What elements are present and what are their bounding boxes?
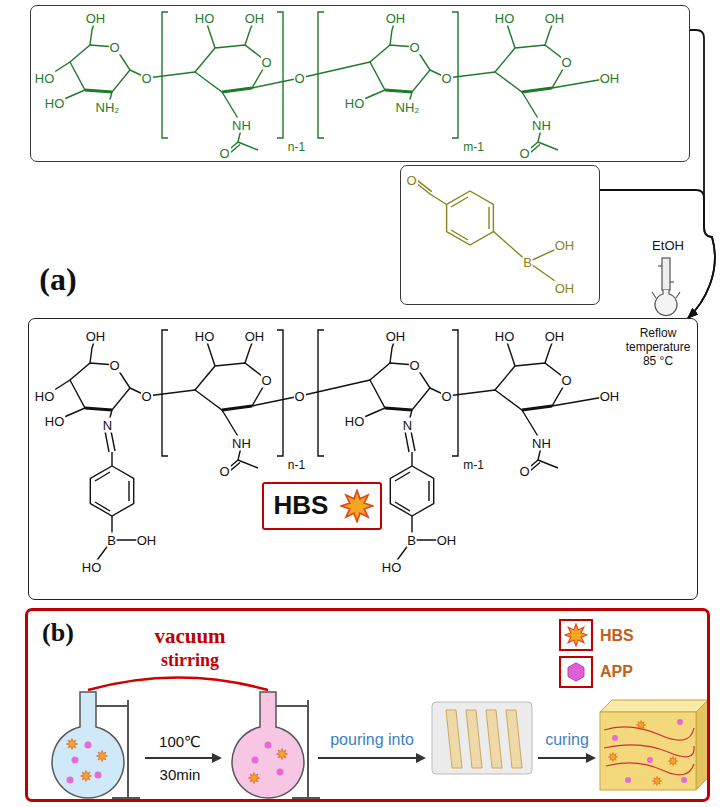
- reactant-box: OHOHOOHONH₂HOOHOONHOn-1OHOOHONH₂m-1HOOHO…: [30, 5, 690, 162]
- atom-label: HO: [81, 559, 103, 574]
- atom-label: OH: [244, 328, 266, 343]
- atom-label: HO: [44, 413, 66, 428]
- atom-label: HO: [34, 70, 56, 85]
- atom-label: O: [293, 388, 305, 403]
- atom-label: HO: [34, 388, 56, 403]
- panel-label: (b): [41, 618, 75, 648]
- atom-label: OH: [85, 328, 107, 343]
- atom-label: HO: [194, 10, 216, 25]
- atom-label: O: [440, 70, 452, 85]
- legend-text: APP: [600, 663, 633, 681]
- atom-label: O: [260, 54, 272, 69]
- atom-label: B: [406, 532, 417, 547]
- condition-label: 30min: [160, 766, 201, 783]
- atom-label: O: [408, 357, 420, 372]
- atom-label: O: [405, 172, 417, 187]
- hbs-box: HBS: [262, 482, 382, 530]
- atom-label: NH₂: [395, 99, 421, 114]
- atom-label: OH: [85, 10, 107, 25]
- atom-label: HO: [494, 10, 516, 25]
- node-title: HBS: [274, 490, 329, 521]
- step-label: vacuum: [154, 624, 225, 649]
- atom-label: OH: [244, 10, 266, 25]
- legend-text: HBS: [600, 627, 634, 645]
- atom-label: O: [108, 357, 120, 372]
- reaction-arrow: [600, 190, 715, 318]
- atom-label: OH: [436, 532, 458, 547]
- flask-after: [232, 692, 320, 798]
- atom-label: OH: [599, 388, 621, 403]
- atom-label: O: [560, 372, 572, 387]
- atom-label: HO: [344, 413, 366, 428]
- atom-label: NH: [531, 435, 552, 450]
- atom-label: N: [102, 417, 113, 432]
- atom-label: m-1: [462, 140, 485, 154]
- atom-label: O: [518, 145, 530, 160]
- chitosan-structure: [45, 12, 610, 156]
- atom-label: N: [402, 417, 413, 432]
- step-label: pouring into: [330, 731, 414, 749]
- atom-label: B: [522, 254, 533, 269]
- atom-label: O: [408, 39, 420, 54]
- mold-photo: [432, 702, 532, 774]
- atom-label: O: [140, 70, 152, 85]
- atom-label: O: [140, 388, 152, 403]
- atom-label: NH: [231, 117, 252, 132]
- atom-label: OH: [554, 280, 576, 295]
- condition-label: Reflow temperature 85 °C: [619, 326, 697, 368]
- atom-label: OH: [599, 70, 621, 85]
- step-label: curing: [545, 731, 589, 749]
- atom-label: OH: [554, 237, 576, 252]
- step-label: stirring: [161, 650, 219, 671]
- atom-label: O: [560, 54, 572, 69]
- atom-label: OH: [385, 328, 407, 343]
- atom-label: OH: [544, 10, 566, 25]
- atom-label: O: [218, 463, 230, 478]
- atom-label: NH: [231, 435, 252, 450]
- product-box: OHOHOOHONBOHHOHOOHOONHOn-1OHOOHONm-1BOHH…: [28, 318, 698, 600]
- hbs-star-icon: [340, 489, 374, 523]
- atom-label: n-1: [287, 140, 306, 154]
- atom-label: m-1: [462, 458, 485, 472]
- composite-block: [600, 700, 708, 790]
- formylphenylboronic-structure: [412, 178, 565, 288]
- atom-label: HO: [44, 95, 66, 110]
- atom-label: HO: [494, 328, 516, 343]
- reagent-box: O OH B OH: [400, 165, 600, 305]
- atom-label: O: [218, 145, 230, 160]
- atom-label: O: [518, 463, 530, 478]
- atom-label: NH: [531, 117, 552, 132]
- atom-label: OH: [136, 532, 158, 547]
- atom-label: HO: [194, 328, 216, 343]
- atom-label: O: [260, 372, 272, 387]
- atom-label: O: [440, 388, 452, 403]
- atom-label: OH: [544, 328, 566, 343]
- panel-label: (a): [39, 261, 76, 298]
- reflux-flask-icon: [652, 258, 680, 316]
- hbs-structure: [45, 330, 610, 567]
- atom-label: B: [106, 532, 117, 547]
- atom-label: HO: [381, 559, 403, 574]
- atom-label: n-1: [287, 458, 306, 472]
- solvent-label: EtOH: [652, 238, 684, 253]
- flask-before: [52, 692, 140, 798]
- atom-label: NH₂: [95, 99, 121, 114]
- legend-samples: [560, 620, 592, 687]
- atom-label: HO: [344, 95, 366, 110]
- reaction-arrow: [688, 30, 715, 318]
- atom-label: OH: [385, 10, 407, 25]
- atom-label: O: [293, 70, 305, 85]
- atom-label: O: [108, 39, 120, 54]
- vacuum-arc: [88, 678, 268, 691]
- condition-label: 100℃: [159, 733, 201, 751]
